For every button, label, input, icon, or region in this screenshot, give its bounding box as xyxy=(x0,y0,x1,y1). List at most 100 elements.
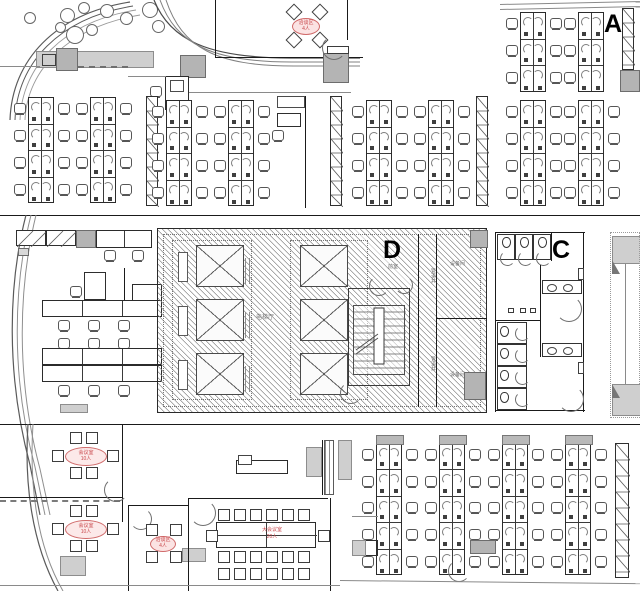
chair xyxy=(550,160,562,172)
restroom-divider-h xyxy=(495,320,541,322)
chair xyxy=(532,556,544,568)
core-partition-v1 xyxy=(418,234,420,407)
door-swing xyxy=(448,560,470,582)
chair xyxy=(551,529,563,541)
chair xyxy=(488,449,500,461)
chair xyxy=(218,568,230,580)
boardroom-table-label: 大会议室 xyxy=(261,527,282,533)
chair xyxy=(86,467,98,479)
chair xyxy=(58,385,70,397)
top-right-counter xyxy=(327,46,349,54)
round-table-bottom: 洽谈区 4人 xyxy=(150,536,176,552)
chair xyxy=(282,568,294,580)
left-bottom-curved-wall xyxy=(26,424,64,591)
counter-dashed-edge xyxy=(78,66,128,68)
chair xyxy=(152,187,164,199)
printer-unit xyxy=(170,80,184,92)
chair xyxy=(196,187,208,199)
chair xyxy=(608,133,620,145)
left-hatch-band-2 xyxy=(46,230,77,247)
boardroom-wall-right xyxy=(330,498,332,591)
restroom-outer-wall-bottom xyxy=(495,410,585,412)
core-partition-h xyxy=(436,318,487,320)
chair xyxy=(469,529,481,541)
chair xyxy=(595,529,607,541)
bottom-center-wall-h xyxy=(128,505,188,507)
urinal xyxy=(530,308,536,313)
chair xyxy=(532,476,544,488)
chair xyxy=(104,250,116,262)
chair xyxy=(414,106,426,118)
upper-band-bottom-wall xyxy=(0,215,640,217)
chair xyxy=(298,551,310,563)
chair xyxy=(469,556,481,568)
lounge-table xyxy=(86,24,98,36)
door-swing xyxy=(518,251,533,266)
chair xyxy=(120,157,132,169)
chair xyxy=(58,320,70,332)
chair xyxy=(532,529,544,541)
chair xyxy=(506,72,518,84)
chair xyxy=(266,568,278,580)
reception-side-box xyxy=(42,54,56,66)
right-corridor-block-bottom xyxy=(612,384,640,416)
top-right-partition xyxy=(347,0,349,40)
ws-top-mid-3 xyxy=(366,100,392,206)
meeting-room-wall-mid xyxy=(0,497,123,499)
chair xyxy=(70,467,82,479)
lounge-table xyxy=(120,12,133,25)
lounge-table xyxy=(142,2,158,18)
ws-bot-right-3 xyxy=(502,443,528,575)
chair xyxy=(170,551,182,563)
toilet-fixture xyxy=(520,237,529,248)
chair xyxy=(14,130,26,142)
chair xyxy=(266,509,278,521)
shaft-label-2: 管道井 xyxy=(430,356,436,371)
chair xyxy=(551,556,563,568)
right-corridor-block xyxy=(612,236,640,264)
elevator-car xyxy=(300,245,348,287)
chair xyxy=(234,509,246,521)
restroom-entry-door xyxy=(556,296,582,322)
chair xyxy=(266,551,278,563)
core-grey-block xyxy=(464,372,486,400)
chair xyxy=(506,106,518,118)
chair xyxy=(14,184,26,196)
boardroom-door xyxy=(190,500,216,526)
mid-cabinet xyxy=(277,96,305,108)
chair xyxy=(425,556,437,568)
shaft-bottom-right xyxy=(615,443,630,578)
toilet-fixture xyxy=(500,370,509,381)
chair xyxy=(298,568,310,580)
bottom-center-block xyxy=(182,548,206,562)
chair xyxy=(298,509,310,521)
restroom-divider-v xyxy=(540,265,542,357)
desk-screen-top xyxy=(376,435,404,445)
chair xyxy=(488,556,500,568)
meeting-room-wall-dashed xyxy=(0,500,120,502)
chair xyxy=(120,184,132,196)
boardroom-wall-top xyxy=(188,498,328,500)
left-desk-bank-top xyxy=(96,230,152,248)
pantry-hatch xyxy=(324,440,334,495)
chair xyxy=(362,502,374,514)
chair xyxy=(120,103,132,115)
chair xyxy=(362,529,374,541)
chair xyxy=(469,449,481,461)
chair xyxy=(595,556,607,568)
chair xyxy=(107,523,119,535)
corridor-door xyxy=(104,478,128,502)
chair xyxy=(206,530,218,542)
chair xyxy=(146,524,158,536)
ws-bot-right-1 xyxy=(376,443,402,575)
chair xyxy=(532,449,544,461)
boardroom-table xyxy=(216,522,317,548)
ws-top-right-3 xyxy=(520,100,546,206)
urinal xyxy=(508,308,514,313)
chair xyxy=(550,18,562,30)
chair xyxy=(318,530,330,542)
door-swing xyxy=(515,370,530,385)
left-bottom-block xyxy=(60,404,88,413)
chair xyxy=(234,551,246,563)
chair xyxy=(272,130,284,142)
